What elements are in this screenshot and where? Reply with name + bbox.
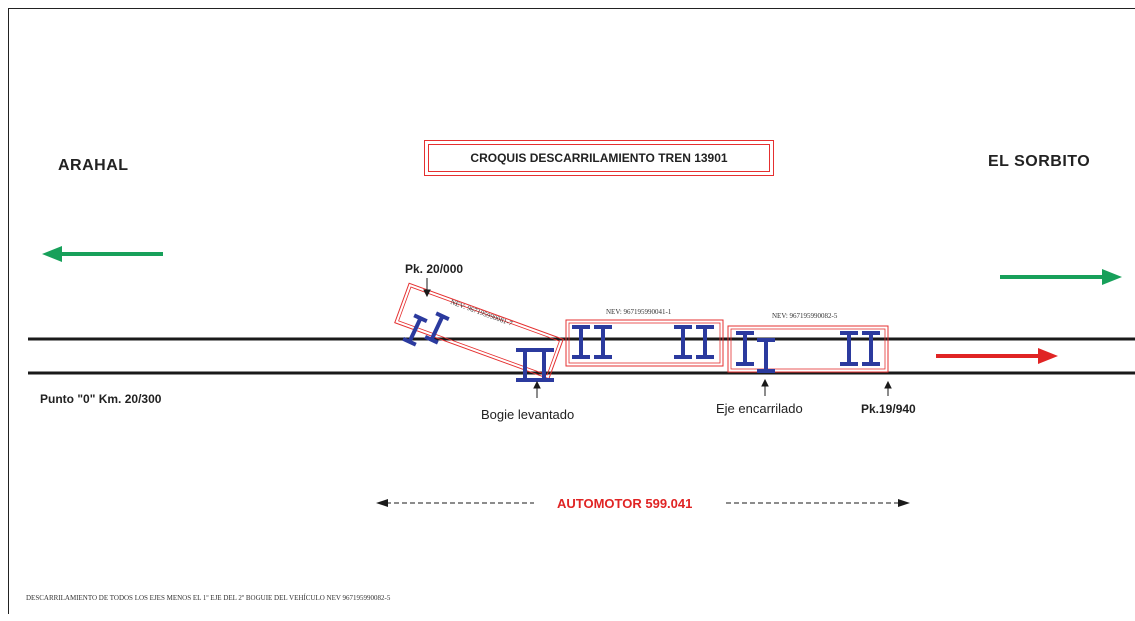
vehicle-2-nev: NEV: 967195990041-1 (606, 308, 672, 316)
place-arahal: ARAHAL (58, 157, 129, 174)
pointer-pk-end (884, 380, 892, 396)
axle-bogie-lifted-b (534, 348, 554, 382)
arrow-right-red (936, 348, 1058, 364)
pointer-arrows (423, 278, 892, 398)
axle-v3-c (840, 331, 858, 366)
axle-v3-b-rerailed (757, 338, 775, 373)
pk-end-label: Pk.19/940 (861, 402, 916, 416)
diagram-title: CROQUIS DESCARRILAMIENTO TREN 13901 (470, 151, 728, 165)
automotor-arrow-left (376, 499, 534, 507)
axle-v3-d (862, 331, 880, 366)
pointer-bogie (533, 380, 541, 398)
arrow-left-green (42, 246, 163, 262)
punto-cero-label: Punto "0" Km. 20/300 (40, 392, 162, 406)
pk-start-label: Pk. 20/000 (405, 262, 464, 276)
axle-v2-a (572, 325, 590, 359)
bogie-label: Bogie levantado (481, 407, 575, 422)
automotor-label: AUTOMOTOR 599.041 (557, 496, 693, 511)
automotor-arrow-right (726, 499, 910, 507)
vehicle-3-nev: NEV: 967195990082-5 (772, 312, 838, 320)
axle-bogie-lifted-a (516, 348, 534, 382)
arrow-right-green (1000, 269, 1122, 285)
place-el-sorbito: EL SORBITO (988, 153, 1091, 170)
vehicle-3-box (727, 325, 889, 373)
eje-label: Eje encarrilado (716, 401, 803, 416)
pointer-pk-start (423, 278, 431, 298)
axle-v2-c (674, 325, 692, 359)
axle-v2-d (696, 325, 714, 359)
pointer-eje (761, 378, 769, 396)
axle-v3-a (736, 331, 754, 366)
axle-v2-b (594, 325, 612, 359)
axle-v1-a (402, 313, 428, 347)
vehicle-2-box (565, 319, 724, 367)
axle-v1-b (424, 311, 450, 345)
title-box: CROQUIS DESCARRILAMIENTO TREN 13901 (424, 140, 774, 176)
vehicle-1-box (394, 282, 564, 380)
diagram-frame (8, 8, 1135, 614)
footnote: DESCARRILAMIENTO DE TODOS LOS EJES MENOS… (26, 594, 391, 602)
